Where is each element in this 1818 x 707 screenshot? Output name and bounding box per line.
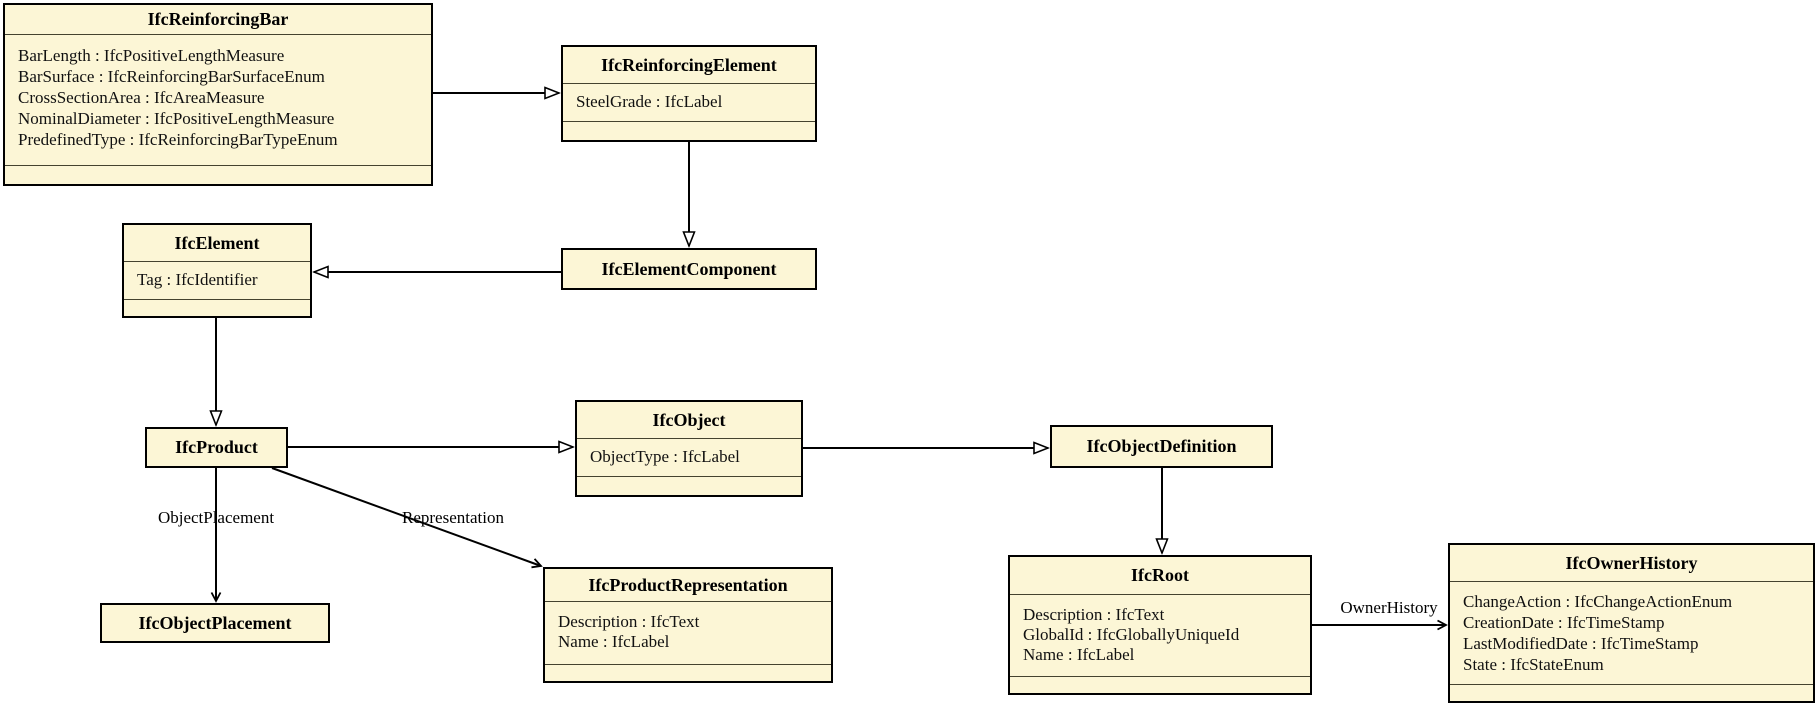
class-box-ifcelement[interactable]: IfcElement Tag : IfcIdentifier — [122, 223, 312, 318]
class-name: IfcObjectPlacement — [138, 612, 292, 633]
class-attribute: BarLength : IfcPositiveLengthMeasure — [18, 46, 285, 65]
class-attribute: SteelGrade : IfcLabel — [576, 92, 723, 111]
class-box-ifcreinforcingbar[interactable]: IfcReinforcingBar BarLength : IfcPositiv… — [3, 3, 433, 186]
class-attributes: Description : IfcText Name : IfcLabel — [545, 602, 831, 665]
class-attribute: CreationDate : IfcTimeStamp — [1463, 613, 1665, 632]
class-attribute: PredefinedType : IfcReinforcingBarTypeEn… — [18, 130, 338, 149]
class-attribute: Name : IfcLabel — [558, 632, 670, 651]
class-box-ifcproduct[interactable]: IfcProduct — [145, 427, 288, 468]
class-attribute: CrossSectionArea : IfcAreaMeasure — [18, 88, 265, 107]
class-attributes: ChangeAction : IfcChangeActionEnum Creat… — [1450, 582, 1813, 685]
class-attribute: Tag : IfcIdentifier — [137, 270, 258, 289]
class-name: IfcRoot — [1010, 557, 1310, 595]
class-name: IfcReinforcingElement — [563, 47, 815, 84]
class-attribute: ObjectType : IfcLabel — [590, 447, 740, 466]
class-operations-empty — [545, 665, 831, 681]
class-attribute: Description : IfcText — [558, 612, 700, 631]
edge-label-objectplacement: ObjectPlacement — [157, 508, 275, 527]
class-operations-empty — [5, 166, 431, 184]
class-operations-empty — [1450, 685, 1813, 701]
class-attribute: NominalDiameter : IfcPositiveLengthMeasu… — [18, 109, 335, 128]
class-box-ifcelementcomponent[interactable]: IfcElementComponent — [561, 248, 817, 290]
class-box-ifcreinforcingelement[interactable]: IfcReinforcingElement SteelGrade : IfcLa… — [561, 45, 817, 142]
class-operations-empty — [124, 300, 310, 316]
class-name: IfcObject — [577, 402, 801, 439]
class-name: IfcElement — [124, 225, 310, 262]
class-attribute: Description : IfcText — [1023, 605, 1165, 624]
class-box-ifcobject[interactable]: IfcObject ObjectType : IfcLabel — [575, 400, 803, 497]
class-attribute: Name : IfcLabel — [1023, 645, 1135, 664]
class-name: IfcProduct — [175, 437, 258, 457]
class-name: IfcElementComponent — [601, 258, 777, 279]
class-operations-empty — [563, 122, 815, 140]
class-attributes: BarLength : IfcPositiveLengthMeasure Bar… — [5, 35, 431, 166]
edge-label-representation: Representation — [402, 508, 504, 527]
class-attribute: GlobalId : IfcGloballyUniqueId — [1023, 625, 1240, 644]
class-operations-empty — [1010, 677, 1310, 693]
class-name: IfcReinforcingBar — [5, 5, 431, 35]
class-name: IfcObjectDefinition — [1086, 436, 1237, 456]
class-box-ifcownerhistory[interactable]: IfcOwnerHistory ChangeAction : IfcChange… — [1448, 543, 1815, 703]
class-attribute: BarSurface : IfcReinforcingBarSurfaceEnu… — [18, 67, 325, 86]
class-operations-empty — [577, 477, 801, 495]
class-attribute: LastModifiedDate : IfcTimeStamp — [1463, 634, 1699, 653]
class-attribute: State : IfcStateEnum — [1463, 655, 1604, 674]
class-name: IfcProductRepresentation — [545, 569, 831, 602]
class-box-ifcobjectplacement[interactable]: IfcObjectPlacement — [100, 603, 330, 643]
class-attribute: ChangeAction : IfcChangeActionEnum — [1463, 592, 1733, 611]
class-attributes: ObjectType : IfcLabel — [577, 439, 801, 477]
class-attributes: Description : IfcText GlobalId : IfcGlob… — [1010, 595, 1310, 677]
class-name: IfcOwnerHistory — [1450, 545, 1813, 582]
edge-label-ownerhistory: OwnerHistory — [1340, 598, 1438, 617]
class-box-ifcroot[interactable]: IfcRoot Description : IfcText GlobalId :… — [1008, 555, 1312, 695]
class-box-ifcproductrepresentation[interactable]: IfcProductRepresentation Description : I… — [543, 567, 833, 683]
class-attributes: SteelGrade : IfcLabel — [563, 84, 815, 122]
class-box-ifcobjectdefinition[interactable]: IfcObjectDefinition — [1050, 425, 1273, 468]
class-attributes: Tag : IfcIdentifier — [124, 262, 310, 300]
